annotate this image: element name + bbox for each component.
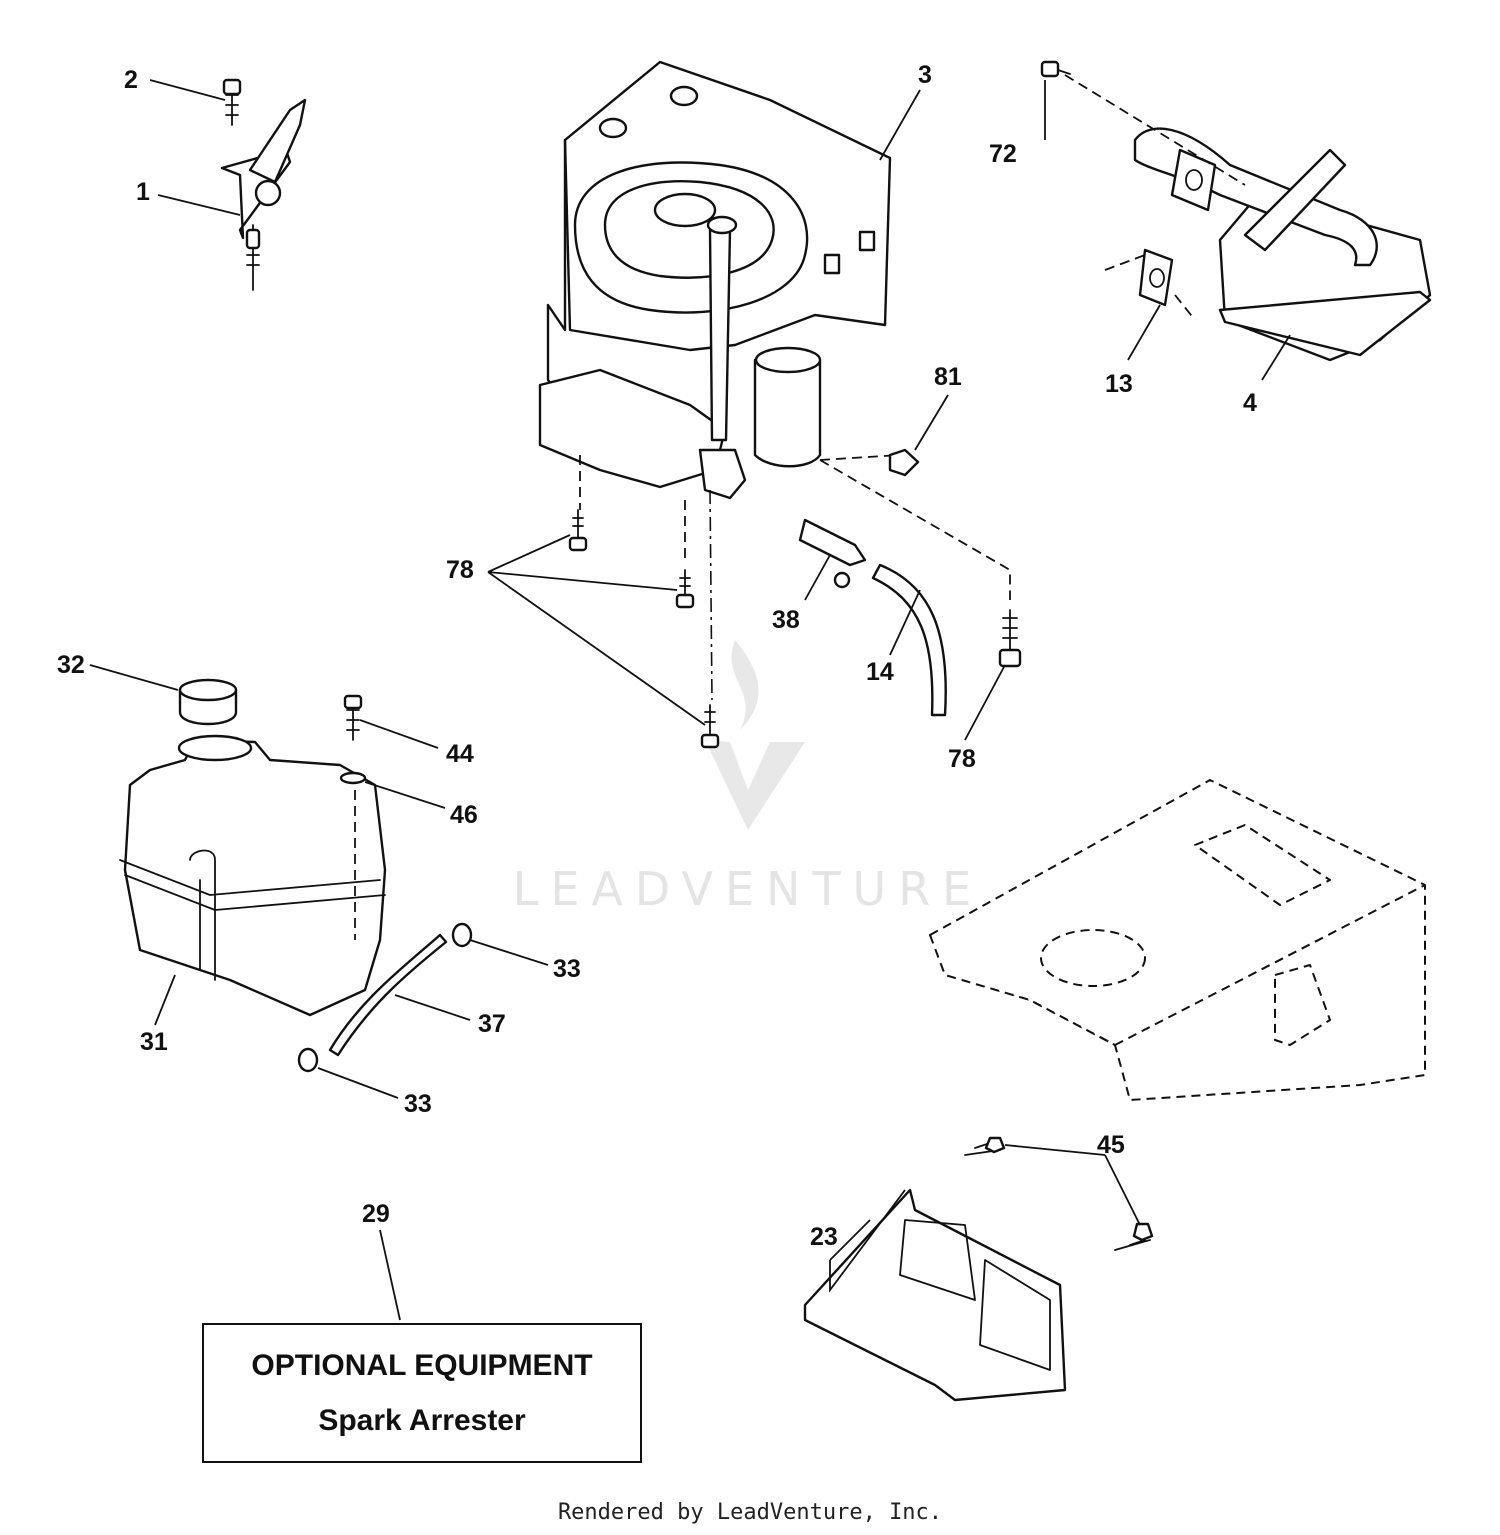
- muffler: [1040, 60, 1432, 362]
- callout-78-right: 78: [948, 745, 976, 773]
- watermark-text: LEADVENTURE: [513, 862, 984, 916]
- leadventure-flame-logo-icon: [705, 640, 805, 830]
- callout-32: 32: [57, 651, 85, 679]
- callout-33-upper: 33: [553, 955, 581, 983]
- throttle-control-bracket: [220, 78, 307, 291]
- watermark: LEADVENTURE: [513, 640, 984, 916]
- engine-mount-bolts: [568, 448, 1022, 749]
- callout-72: 72: [989, 140, 1017, 168]
- callout-29: 29: [362, 1200, 390, 1228]
- callout-37: 37: [478, 1010, 506, 1038]
- callout-31: 31: [140, 1028, 168, 1056]
- footer-credit: Rendered by LeadVenture, Inc.: [557, 1500, 943, 1525]
- callout-38: 38: [772, 606, 800, 634]
- callout-1: 1: [136, 178, 150, 206]
- callout-4: 4: [1243, 389, 1257, 417]
- optional-equipment-box: OPTIONAL EQUIPMENT Spark Arrester: [202, 1323, 642, 1463]
- engine: [538, 60, 892, 500]
- callout-13: 13: [1105, 370, 1133, 398]
- heat-shield: [803, 1136, 1154, 1402]
- callout-23: 23: [810, 1223, 838, 1251]
- leader-lines: [89, 79, 1291, 1321]
- callout-78-left: 78: [446, 556, 474, 584]
- callout-3: 3: [918, 61, 932, 89]
- callout-33-lower: 33: [404, 1090, 432, 1118]
- tractor-frame: [929, 779, 1426, 1101]
- optional-equipment-title: OPTIONAL EQUIPMENT: [251, 1349, 593, 1382]
- optional-equipment-subtitle: Spark Arrester: [318, 1404, 526, 1437]
- callout-labels: 1 2 3 4 13 14 23 29 31 32 33 33 37 38 44…: [57, 61, 1257, 1251]
- callout-2: 2: [124, 66, 138, 94]
- callout-46: 46: [450, 801, 478, 829]
- callout-45: 45: [1097, 1131, 1125, 1159]
- fuel-tank: [119, 678, 473, 1073]
- callout-14: 14: [866, 658, 894, 686]
- callout-81: 81: [934, 363, 962, 391]
- callout-44: 44: [446, 740, 474, 768]
